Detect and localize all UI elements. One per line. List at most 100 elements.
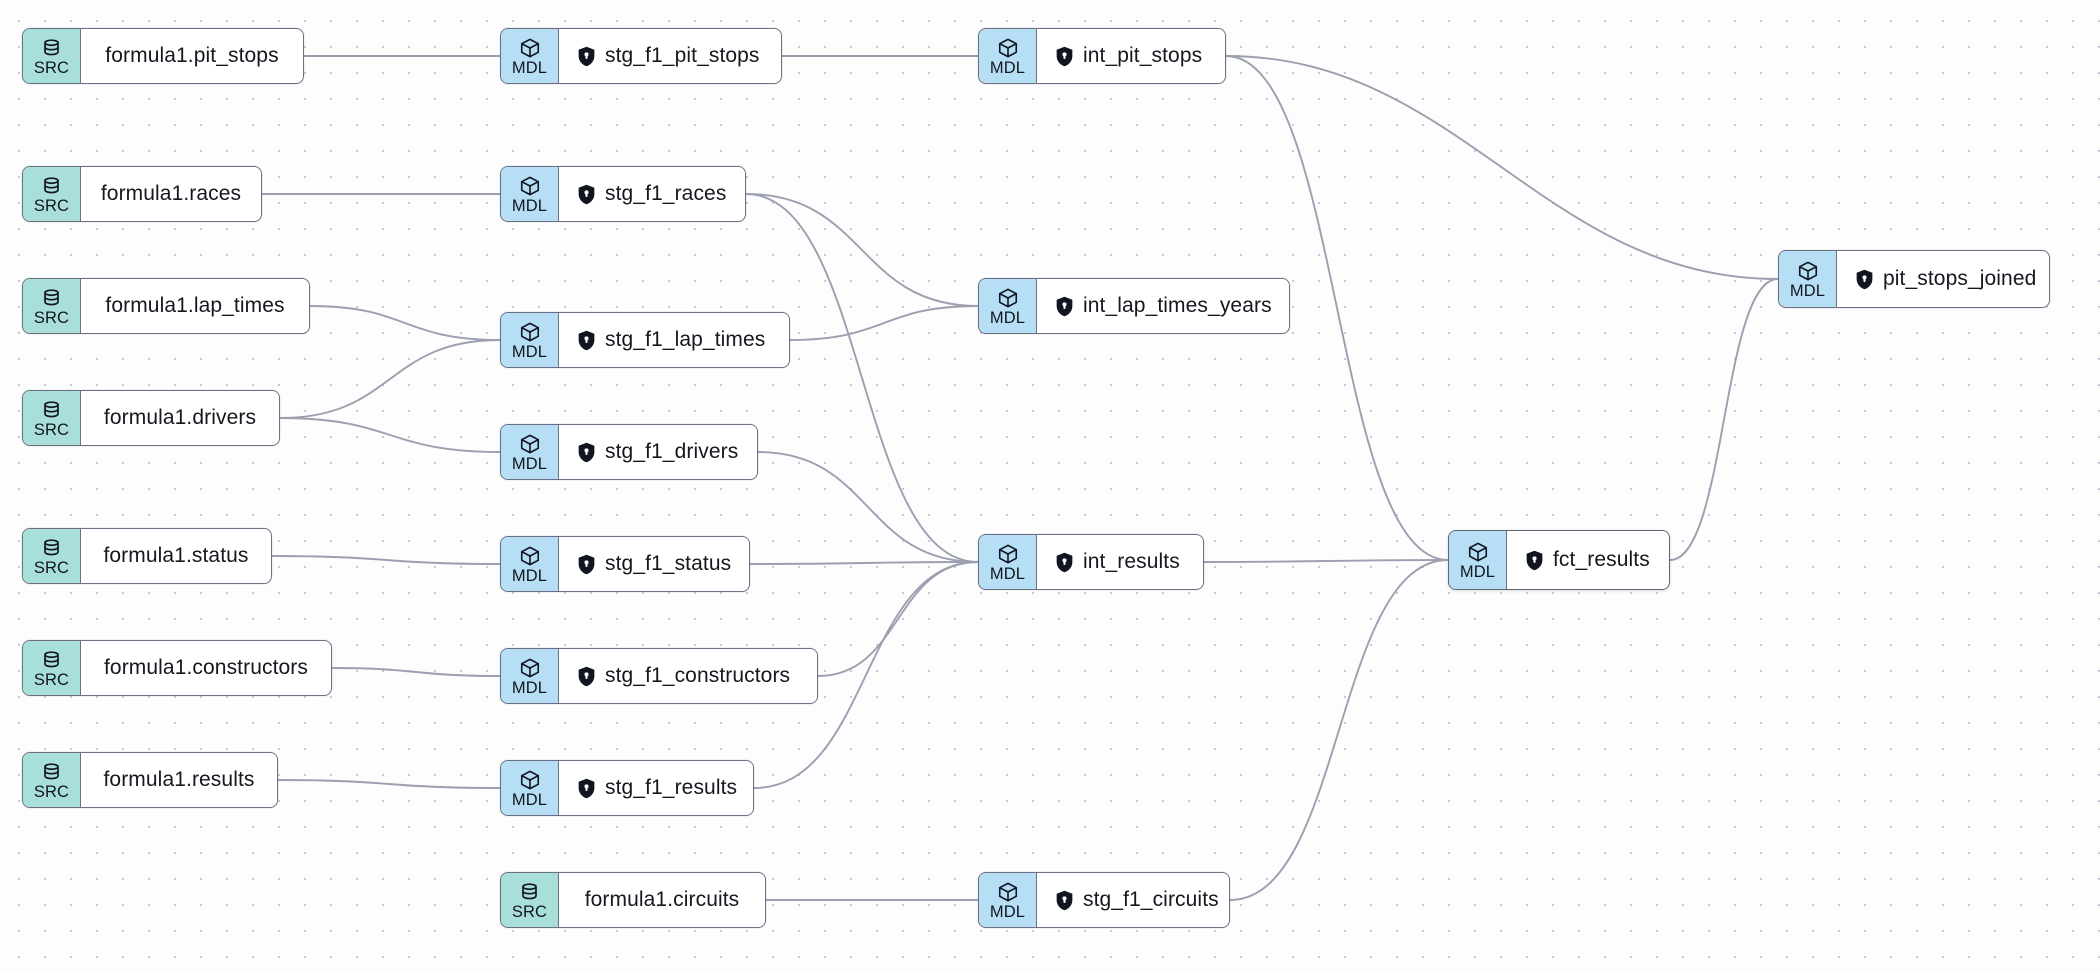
node-label: int_pit_stops — [1083, 44, 1203, 67]
cube-icon — [519, 37, 541, 59]
badge-label: MDL — [1789, 282, 1826, 301]
graph-node-stg_status[interactable]: MDL stg_f1_status — [500, 536, 750, 592]
badge-label: MDL — [989, 903, 1026, 922]
node-label: stg_f1_races — [605, 182, 727, 205]
database-icon — [41, 400, 62, 421]
badge-label: MDL — [511, 567, 548, 586]
edge-src_constructors-to-stg_constructors — [331, 667, 501, 677]
mdl-badge: MDL — [501, 425, 559, 479]
src-badge: SRC — [23, 279, 81, 333]
node-label: formula1.drivers — [103, 406, 257, 429]
badge-label: SRC — [33, 670, 70, 689]
edge-stg_drivers-to-int_results — [757, 451, 979, 563]
database-icon — [41, 650, 62, 671]
node-label: stg_f1_constructors — [605, 664, 791, 687]
graph-node-src_circuits[interactable]: SRC formula1.circuits — [500, 872, 766, 928]
edge-stg_races-to-int_results — [745, 193, 979, 563]
node-label: fct_results — [1553, 548, 1650, 571]
node-body: int_lap_times_years — [1037, 279, 1289, 333]
badge-label: SRC — [33, 420, 70, 439]
database-icon — [41, 288, 62, 309]
badge-label: MDL — [989, 59, 1026, 78]
mdl-badge: MDL — [501, 167, 559, 221]
mdl-badge: MDL — [501, 537, 559, 591]
database-icon — [41, 762, 62, 783]
graph-node-stg_races[interactable]: MDL stg_f1_races — [500, 166, 746, 222]
cube-icon — [519, 175, 541, 197]
graph-node-src_results[interactable]: SRC formula1.results — [22, 752, 278, 808]
graph-node-src_pit_stops[interactable]: SRC formula1.pit_stops — [22, 28, 304, 84]
edge-fct_results-to-pit_stops_joined — [1669, 278, 1779, 561]
node-body: int_results — [1037, 535, 1203, 589]
shield-lock-icon — [577, 184, 596, 205]
cube-icon — [997, 881, 1019, 903]
node-label: stg_f1_pit_stops — [605, 44, 760, 67]
node-body: fct_results — [1507, 531, 1669, 589]
graph-node-stg_constructors[interactable]: MDL stg_f1_constructors — [500, 648, 818, 704]
node-body: pit_stops_joined — [1837, 251, 2049, 307]
src-badge: SRC — [23, 29, 81, 83]
node-label: formula1.lap_times — [105, 294, 285, 317]
graph-node-stg_pit_stops[interactable]: MDL stg_f1_pit_stops — [500, 28, 782, 84]
graph-node-src_lap_times[interactable]: SRC formula1.lap_times — [22, 278, 310, 334]
node-label: formula1.constructors — [103, 656, 308, 679]
graph-node-stg_circuits[interactable]: MDL stg_f1_circuits — [978, 872, 1230, 928]
cube-icon — [997, 37, 1019, 59]
graph-node-src_drivers[interactable]: SRC formula1.drivers — [22, 390, 280, 446]
mdl-badge: MDL — [979, 29, 1037, 83]
badge-label: MDL — [511, 679, 548, 698]
graph-node-stg_lap_times[interactable]: MDL stg_f1_lap_times — [500, 312, 790, 368]
edge-src_lap_times-to-stg_lap_times — [309, 305, 501, 341]
cube-icon — [1797, 260, 1819, 282]
edge-src_drivers-to-stg_lap_times — [279, 339, 501, 419]
mdl-badge: MDL — [501, 29, 559, 83]
badge-label: SRC — [511, 902, 548, 921]
graph-node-fct_results[interactable]: MDL fct_results — [1448, 530, 1670, 590]
mdl-badge: MDL — [979, 279, 1037, 333]
graph-node-int_results[interactable]: MDL int_results — [978, 534, 1204, 590]
graph-node-stg_results[interactable]: MDL stg_f1_results — [500, 760, 754, 816]
node-body: formula1.circuits — [559, 873, 765, 927]
shield-lock-icon — [577, 778, 596, 799]
badge-label: MDL — [989, 309, 1026, 328]
graph-node-src_constructors[interactable]: SRC formula1.constructors — [22, 640, 332, 696]
mdl-badge: MDL — [979, 535, 1037, 589]
edge-int_pit_stops-to-pit_stops_joined — [1225, 55, 1779, 280]
node-body: formula1.results — [81, 753, 277, 807]
node-label: formula1.pit_stops — [105, 44, 279, 67]
node-label: stg_f1_lap_times — [605, 328, 766, 351]
shield-lock-icon — [1055, 46, 1074, 67]
badge-label: MDL — [511, 59, 548, 78]
mdl-badge: MDL — [1779, 251, 1837, 307]
shield-lock-icon — [1055, 296, 1074, 317]
node-body: formula1.status — [81, 529, 271, 583]
node-label: int_results — [1083, 550, 1180, 573]
cube-icon — [519, 545, 541, 567]
src-badge: SRC — [23, 529, 81, 583]
graph-node-stg_drivers[interactable]: MDL stg_f1_drivers — [500, 424, 758, 480]
mdl-badge: MDL — [501, 313, 559, 367]
mdl-badge: MDL — [1449, 531, 1507, 589]
node-body: stg_f1_drivers — [559, 425, 757, 479]
shield-lock-icon — [577, 330, 596, 351]
node-label: stg_f1_results — [605, 776, 738, 799]
graph-node-int_pit_stops[interactable]: MDL int_pit_stops — [978, 28, 1226, 84]
mdl-badge: MDL — [979, 873, 1037, 927]
badge-label: SRC — [33, 782, 70, 801]
node-label: stg_f1_status — [605, 552, 732, 575]
cube-icon — [519, 321, 541, 343]
cube-icon — [519, 657, 541, 679]
database-icon — [41, 38, 62, 59]
node-body: formula1.constructors — [81, 641, 331, 695]
mdl-badge: MDL — [501, 649, 559, 703]
edge-stg_circuits-to-fct_results — [1229, 559, 1449, 901]
graph-node-int_lap_times_years[interactable]: MDL int_lap_times_years — [978, 278, 1290, 334]
graph-node-pit_stops_joined[interactable]: MDL pit_stops_joined — [1778, 250, 2050, 308]
shield-lock-icon — [1855, 269, 1874, 290]
cube-icon — [997, 287, 1019, 309]
node-label: formula1.circuits — [584, 888, 740, 911]
